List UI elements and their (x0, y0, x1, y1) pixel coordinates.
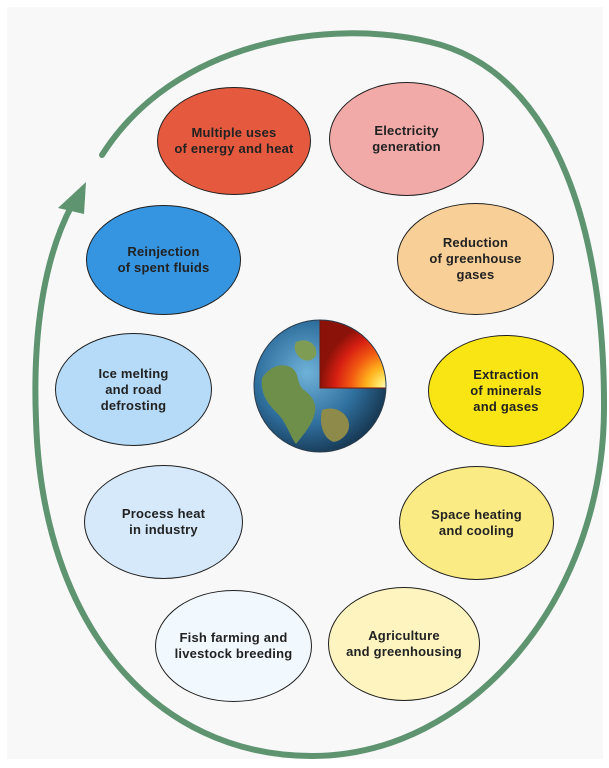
node-agriculture: Agriculture and greenhousing (328, 587, 480, 701)
node-extraction: Extraction of minerals and gases (428, 335, 584, 447)
node-reinjection: Reinjection of spent fluids (86, 205, 241, 315)
node-fish-farming: Fish farming and livestock breeding (155, 590, 312, 702)
node-label: Electricity generation (372, 123, 441, 154)
cycle-loop-path (32, 30, 608, 760)
node-process-heat: Process heat in industry (84, 465, 243, 579)
node-ghg-reduction: Reduction of greenhouse gases (397, 203, 554, 315)
node-label: Reduction of greenhouse gases (429, 235, 522, 282)
node-ice-melting: Ice melting and road defrosting (55, 333, 212, 446)
node-label: Extraction of minerals and gases (470, 367, 542, 414)
earth-cross-section-icon (252, 318, 388, 454)
node-label: Fish farming and livestock breeding (174, 630, 293, 661)
node-label: Agriculture and greenhousing (346, 628, 462, 659)
node-electricity-generation: Electricity generation (329, 82, 484, 196)
node-label: Process heat in industry (121, 506, 206, 537)
node-label: Ice melting and road defrosting (98, 365, 169, 413)
node-label: Reinjection of spent fluids (117, 244, 210, 275)
node-space-heating: Space heating and cooling (399, 466, 554, 580)
cycle-arrowhead-icon (58, 182, 86, 214)
node-label: Multiple uses of energy and heat (174, 125, 294, 156)
node-multiple-uses: Multiple uses of energy and heat (157, 87, 311, 195)
node-label: Space heating and cooling (431, 507, 522, 538)
